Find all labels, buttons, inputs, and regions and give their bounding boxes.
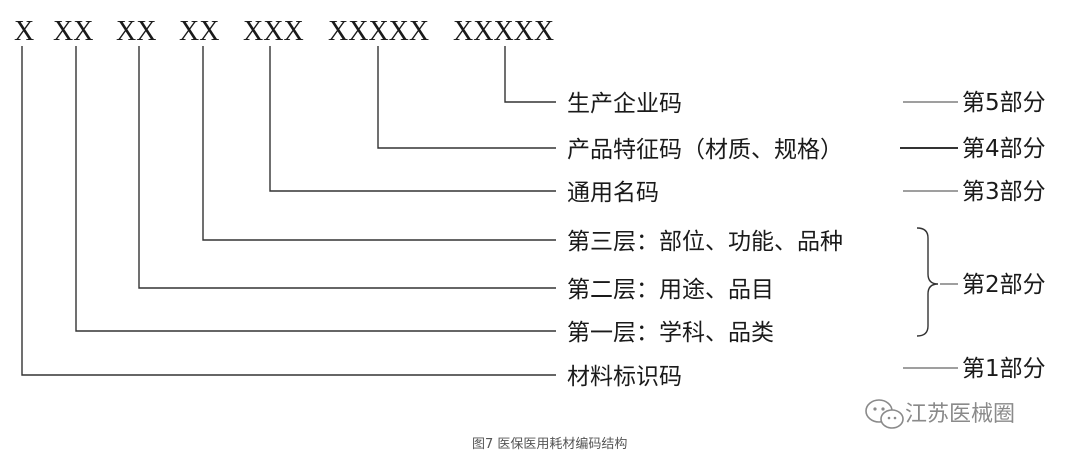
code-segment-3: XX [116, 16, 156, 47]
connector-layer3 [202, 46, 556, 241]
layer-brace [916, 227, 939, 337]
connector-generic [269, 46, 556, 192]
part-label-3: 第3部分 [962, 179, 1046, 205]
label-feature: 产品特征码（材质、规格） [567, 137, 843, 163]
label-material: 材料标识码 [567, 364, 682, 390]
connector-material [21, 46, 556, 376]
label-producer: 生产企业码 [567, 91, 682, 117]
connector-lines [21, 46, 556, 376]
connector-layer1 [75, 46, 556, 332]
part-labels: 第5部分 第4部分 第3部分 第2部分 第1部分 [962, 90, 1046, 382]
wechat-icon [865, 399, 904, 429]
part-label-1: 第1部分 [962, 356, 1046, 382]
figure-caption: 图7 医保医用耗材编码结构 [472, 437, 627, 452]
label-layer1: 第一层：学科、品类 [567, 320, 774, 346]
watermark: 江苏医械圈 [865, 399, 1015, 429]
connector-producer [504, 46, 556, 103]
code-segment-2: XX [53, 16, 93, 47]
code-segments: X XX XX XX XXX XXXXX XXXXX [14, 16, 554, 47]
code-segment-4: XX [179, 16, 219, 47]
code-segment-7: XXXXX [453, 16, 554, 47]
code-segment-6: XXXXX [328, 16, 429, 47]
segment-labels: 生产企业码 产品特征码（材质、规格） 通用名码 第三层：部位、功能、品种 第二层… [567, 91, 843, 390]
part-label-5: 第5部分 [962, 90, 1046, 116]
watermark-text: 江苏医械圈 [905, 402, 1015, 427]
code-segment-1: X [14, 16, 34, 47]
connector-feature [377, 46, 556, 149]
part-label-4: 第4部分 [962, 136, 1046, 162]
connector-layer2 [138, 46, 556, 289]
label-layer2: 第二层：用途、品目 [567, 277, 774, 303]
code-segment-5: XXX [243, 16, 304, 47]
label-layer3: 第三层：部位、功能、品种 [567, 229, 843, 255]
label-generic: 通用名码 [567, 180, 659, 206]
part-connectors [900, 101, 958, 369]
part-label-2: 第2部分 [962, 272, 1046, 298]
